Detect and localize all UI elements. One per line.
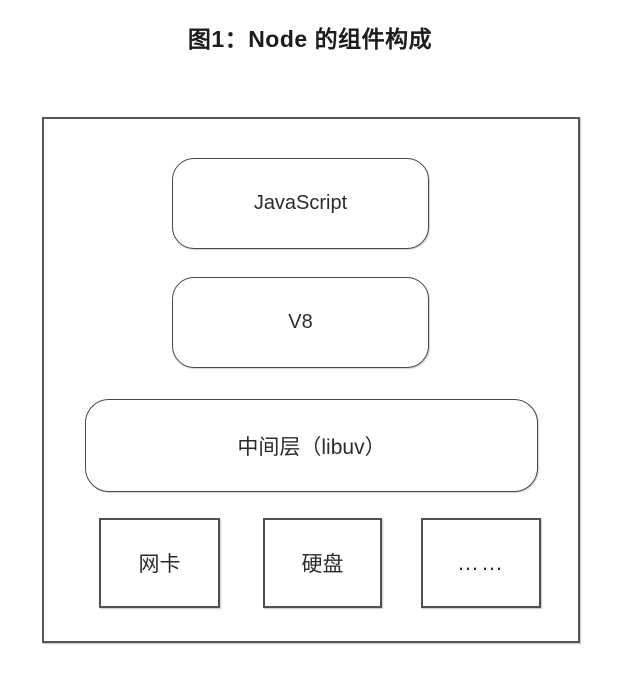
box-network-card-label: 网卡 bbox=[138, 553, 181, 576]
box-v8: V8 bbox=[172, 277, 429, 368]
box-hard-disk-label: 硬盘 bbox=[301, 553, 344, 576]
figure-title: 图1：Node 的组件构成 bbox=[187, 26, 433, 52]
box-javascript: JavaScript bbox=[172, 158, 429, 249]
outer-frame: JavaScript V8 中间层（libuv） 网卡 硬盘 …… bbox=[42, 117, 580, 643]
box-ellipsis: …… bbox=[421, 518, 541, 608]
box-libuv-label: 中间层（libuv） bbox=[237, 435, 386, 459]
box-libuv-middle-layer: 中间层（libuv） bbox=[85, 399, 538, 492]
box-hard-disk: 硬盘 bbox=[263, 518, 382, 608]
box-network-card: 网卡 bbox=[99, 518, 220, 608]
box-javascript-label: JavaScript bbox=[253, 192, 348, 214]
box-ellipsis-label: …… bbox=[457, 550, 505, 575]
box-v8-label: V8 bbox=[288, 311, 313, 333]
